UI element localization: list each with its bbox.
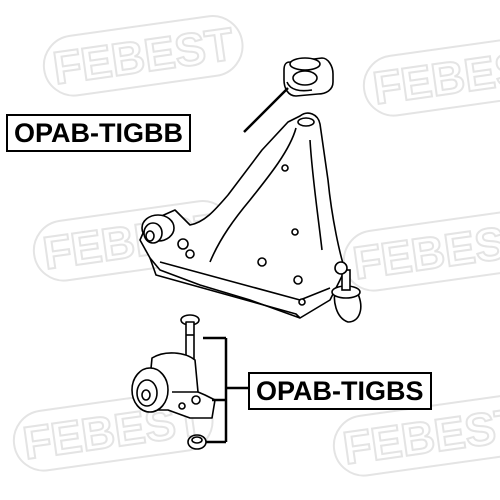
part-label-opab-tigbs: OPAB-TIGBS	[248, 372, 432, 410]
bottom-bracket-lines	[203, 336, 250, 444]
bottom-bushing-drawing	[131, 314, 216, 450]
watermark-logo: FEBEST	[362, 35, 500, 117]
watermark-logo: FEBEST	[42, 15, 244, 97]
top-leader-line	[243, 87, 289, 133]
watermark-logo: FEBEST	[342, 210, 500, 292]
top-bushing-drawing	[283, 57, 334, 97]
control-arm-drawing	[139, 112, 346, 319]
ball-joint-drawing	[331, 261, 362, 323]
svg-text:FEBEST: FEBEST	[50, 17, 237, 94]
part-label-opab-tigbb: OPAB-TIGBB	[6, 114, 191, 152]
